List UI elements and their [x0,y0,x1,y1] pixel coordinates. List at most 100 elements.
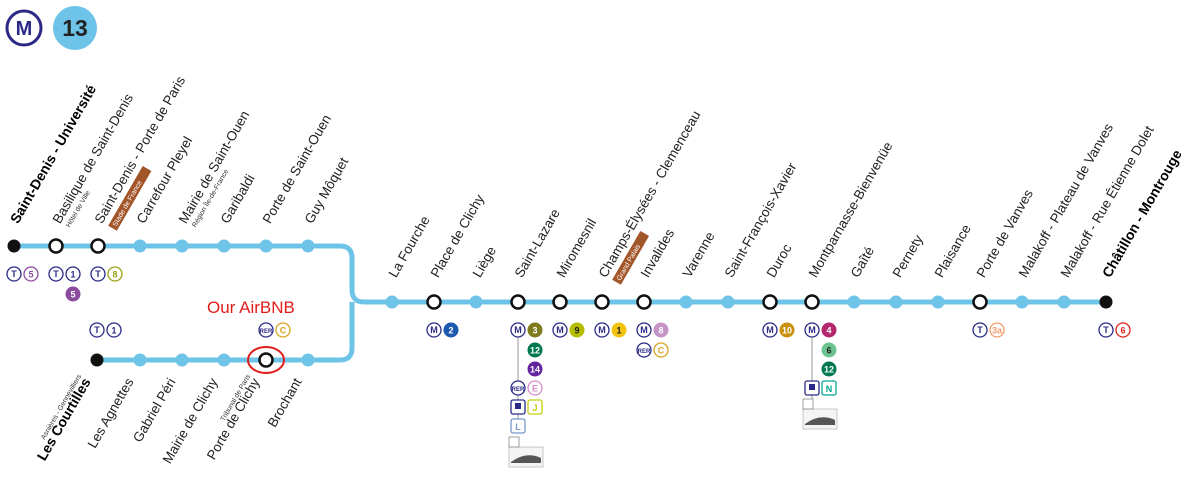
badge-line-label: N [826,384,833,394]
badge-line-label: 3a [992,326,1003,336]
station-duroc-marker[interactable] [762,294,778,310]
badge-line-label: L [515,422,521,432]
rer-icon [636,342,652,358]
metro-logo-icon [5,9,43,47]
station-name: Les Courtilles [33,375,93,463]
badge-t-3a: T 3a [972,322,1005,338]
station-label-saint-francois-xavier: Saint-François-Xavier [722,160,800,280]
metro-icon [636,322,652,338]
badge-line-label: 8 [112,270,117,280]
badge-line-label: C [658,346,665,356]
airbnb-annotation: Our AirBNB [207,298,295,374]
station-les-agnettes-marker[interactable] [133,353,147,367]
station-gabriel-peri-marker[interactable] [175,353,189,367]
station-saint-denis-porte-de-paris-marker[interactable] [90,238,106,254]
badge-mode-label: T [11,269,17,279]
station-malakoff-plateau-de-vanves-marker[interactable] [1015,295,1029,309]
station-gaite-marker[interactable] [847,295,861,309]
badge-line-label: 10 [782,326,792,336]
badge-x-14: 14 [527,361,543,377]
station-name: Plaisance [932,222,974,280]
station-champs-elysees-clemenceau-marker[interactable] [594,294,610,310]
badge-train-j: J [510,399,543,415]
station-name: Gabriel Péri [130,375,179,444]
station-porte-de-clichy-marker[interactable] [258,352,274,368]
badge-mode-label: T [1103,325,1109,335]
tram-icon [89,322,105,338]
line-number: 13 [62,15,88,41]
station-mairie-de-clichy-marker[interactable] [217,353,231,367]
station-basilique-de-saint-denis-marker[interactable] [48,238,64,254]
station-name: Montparnasse-Bienvenüe [806,139,896,280]
station-carrefour-pleyel-marker[interactable] [133,239,147,253]
station-liege-marker[interactable] [469,295,483,309]
badge-line-label: J [532,403,537,413]
metro-icon [552,322,568,338]
badge-train-n: N [804,380,837,396]
station-label-liege: Liège [470,244,500,280]
station-pernety-marker[interactable] [889,295,903,309]
station-porte-de-vanves-marker[interactable] [972,294,988,310]
station-saint-denis-universite-terminus-marker[interactable] [7,239,21,253]
station-label-la-fourche: La Fourche [386,213,433,280]
metro-icon [510,322,526,338]
badge-line-label: 12 [530,346,540,356]
station-les-courtilles-terminus-marker[interactable] [90,353,104,367]
station-chatillon-montrouge-terminus-marker[interactable] [1099,295,1113,309]
badge-mode-label: M [766,325,774,335]
station-name: Gaîté [848,244,878,280]
tram-icon [48,266,64,282]
station-porte-de-saint-ouen-marker[interactable] [259,239,273,253]
station-varenne-marker[interactable] [679,295,693,309]
station-saint-lazare-marker[interactable] [510,294,526,310]
line-track [14,243,1106,363]
badge-x-6: 6 [821,342,837,358]
station-label-pernety: Pernety [890,232,926,280]
station-label-miromesnil: Miromesnil [554,216,600,280]
station-plaisance-marker[interactable] [931,295,945,309]
badge-line-label: 1 [70,270,75,280]
station-name: Duroc [764,241,795,280]
station-la-fourche-marker[interactable] [385,295,399,309]
station-brochant-marker[interactable] [301,353,315,367]
station-malakoff-rue-etienne-dolet-marker[interactable] [1057,295,1071,309]
station-name: Brochant [265,375,305,430]
station-miromesnil-marker[interactable] [552,294,568,310]
station-mairie-de-saint-ouen-marker[interactable] [175,239,189,253]
station-label-duroc: Duroc [764,241,795,280]
landmark-tag [108,166,152,231]
rer-icon [510,380,526,396]
badge-line-label: 5 [28,270,33,280]
badge-mode-label: T [977,325,983,335]
tram-icon [1098,322,1114,338]
station-garibaldi-marker[interactable] [217,239,231,253]
badge-line-label: C [280,326,287,336]
badge-x-5: 5 [65,286,81,302]
station-place-de-clichy-marker[interactable] [426,294,442,310]
station-name: Liège [470,244,500,280]
badge-line-label: 4 [826,326,831,336]
station-saint-francois-xavier-marker[interactable] [721,295,735,309]
station-name: Châtillon - Montrouge [1099,147,1185,280]
badge-mode-label: T [95,269,101,279]
station-guy-moquet-marker[interactable] [301,239,315,253]
station-montparnasse-bienvenue-marker[interactable] [804,294,820,310]
tgv-icon [508,436,544,468]
station-invalides-marker[interactable] [636,294,652,310]
station-name: Guy Môquet [302,155,352,226]
badge-mode-label: M [556,325,564,335]
station-label-plaisance: Plaisance [932,222,974,280]
rer-icon [258,322,274,338]
landmark-tag [612,230,650,285]
metro-icon [594,322,610,338]
